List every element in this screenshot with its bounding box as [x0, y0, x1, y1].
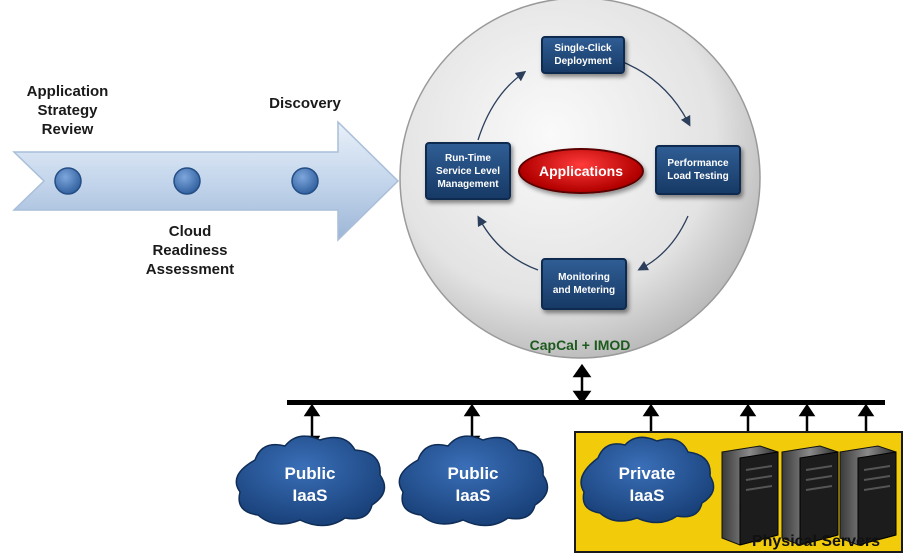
cycle-arrow-bottom-left — [477, 215, 539, 271]
label-strategy-review: Application Strategy Review — [26, 83, 109, 138]
label-discovery: Discovery — [269, 95, 341, 112]
cloud-icon-2 — [398, 435, 549, 527]
process-node-1 — [54, 167, 82, 195]
cloud-icon-1 — [235, 435, 386, 527]
cycle-arrow-right-bottom — [637, 215, 689, 271]
cycle-arrow-left-top — [477, 70, 527, 141]
box-performance-load-testing: Performance Load Testing — [655, 145, 741, 195]
process-arrow — [12, 120, 400, 242]
process-node-3 — [291, 167, 319, 195]
cloud-label-public-2: Public IaaS — [447, 464, 499, 505]
server-icon-2 — [781, 445, 839, 546]
bus-line — [287, 400, 885, 405]
box-runtime-service-level: Run-Time Service Level Management — [425, 142, 511, 200]
cycle-arrow-top-right — [617, 59, 691, 127]
process-node-2 — [173, 167, 201, 195]
server-icon-1 — [721, 445, 779, 546]
cloud-icon-3 — [580, 436, 715, 524]
bus-connector-main — [572, 363, 592, 405]
box-single-click-deployment: Single-Click Deployment — [541, 36, 625, 74]
label-readiness-assessment: Cloud Readiness Assessment — [145, 223, 235, 278]
cloud-label-public-1: Public IaaS — [284, 464, 336, 505]
caption-capcal-imod: CapCal + IMOD — [529, 337, 631, 353]
server-icon-3 — [839, 445, 897, 546]
applications-ellipse: Applications — [518, 148, 644, 194]
physical-servers-label: Physical Servers — [751, 533, 881, 550]
cloud-label-private: Private IaaS — [618, 464, 676, 505]
box-monitoring-metering: Monitoring and Metering — [541, 258, 627, 310]
